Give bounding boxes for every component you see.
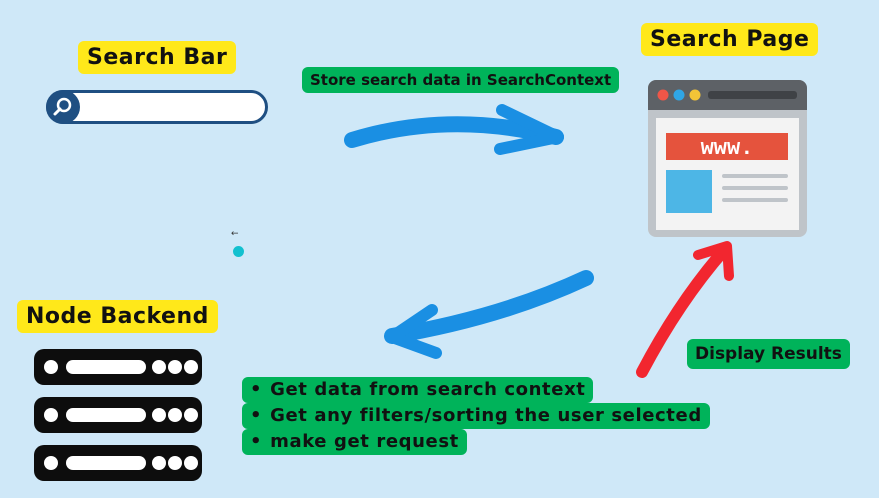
search-bar-title: Search Bar xyxy=(78,41,237,74)
server-icon xyxy=(34,349,202,385)
search-icon xyxy=(53,97,72,116)
browser-banner-text: www. xyxy=(701,136,754,161)
display-results-label: Display Results xyxy=(687,339,850,369)
store-search-label: Store search data in SearchContext xyxy=(302,67,620,93)
cursor-dot xyxy=(233,246,244,257)
list-item: •make get request xyxy=(242,429,467,455)
search-button xyxy=(46,90,80,124)
arrow-backend-to-page xyxy=(636,242,732,378)
node-backend-title: Node Backend xyxy=(17,300,218,333)
server-icon xyxy=(34,445,202,481)
list-item: •Get any filters/sorting the user select… xyxy=(242,403,710,429)
arrow-page-to-backend xyxy=(384,270,594,344)
arrow-searchbar-to-page-head xyxy=(494,104,564,155)
search-bar-widget xyxy=(46,90,268,124)
cursor-icon: ← xyxy=(231,229,239,239)
arrow-page-to-backend-head xyxy=(386,304,442,359)
search-page-title: Search Page xyxy=(641,23,819,56)
arrow-searchbar-to-page xyxy=(344,116,564,148)
server-icon xyxy=(34,397,202,433)
browser-icon: www. xyxy=(648,80,807,237)
backend-steps: •Get data from search context •Get any f… xyxy=(242,377,710,455)
list-item: •Get data from search context xyxy=(242,377,594,403)
arrow-backend-to-page-head xyxy=(693,241,734,281)
